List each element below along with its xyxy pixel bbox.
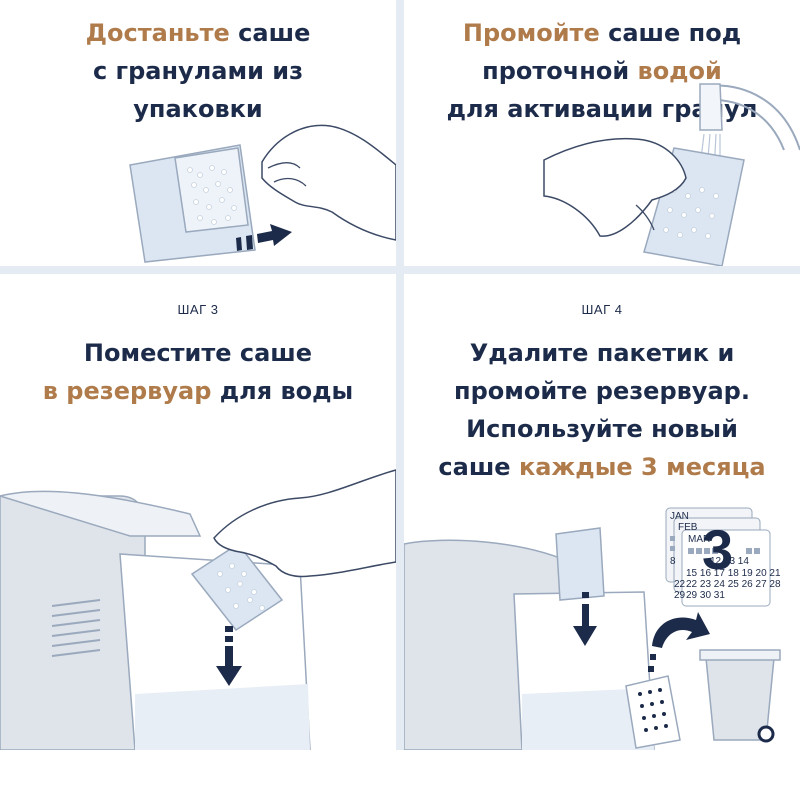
step-3-illustration	[0, 469, 396, 750]
curved-arrow-icon	[648, 612, 710, 672]
hand-icon	[213, 469, 396, 578]
calendar-month-jan: JAN	[670, 511, 689, 522]
new-sachet-icon	[555, 527, 605, 601]
hand-icon	[543, 137, 687, 237]
step-2-line-1: Промойте саше под	[462, 19, 742, 47]
step-2-illustration	[543, 83, 800, 266]
down-arrow-icon	[573, 592, 597, 646]
down-arrow-icon	[216, 626, 242, 686]
step-1-line-3: упаковки	[133, 95, 263, 123]
step-4-panel: ШАГ 4 Удалите пакетик и промойте резерву…	[404, 274, 800, 750]
step-3-line-1: Поместите саше	[83, 339, 313, 367]
step-2-line-2: проточной водой	[482, 57, 722, 85]
step-2-title: Промойте саше под проточной водой для ак…	[404, 14, 800, 128]
step-2-panel: Промойте саше под проточной водой для ак…	[404, 0, 800, 266]
vertical-divider	[396, 0, 404, 750]
calendar-side-number: 29	[674, 590, 686, 601]
horizontal-divider	[0, 266, 800, 274]
step-1-illustration	[129, 124, 396, 263]
calendar-month-feb: FEB	[678, 522, 698, 533]
hand-icon	[261, 124, 396, 241]
calendar-extra-digits: 12 13 14	[710, 556, 749, 567]
calendar-side-number: 8	[670, 556, 676, 567]
calendar-month-mar: MAR	[688, 534, 710, 545]
step-1-panel: Достаньте саше с гранулами из упаковки	[0, 0, 396, 266]
calendar-icon: JAN FEB MAR 8 22 29 12 13 14 15 16 17 18…	[665, 507, 781, 607]
step-4-title: Удалите пакетик и промойте резервуар. Ис…	[404, 334, 800, 486]
calendar-row: 22 23 24 25 26 27 28	[686, 579, 781, 590]
step-3-label: ШАГ 3	[177, 302, 219, 317]
step-1-title: Достаньте саше с гранулами из упаковки	[0, 14, 396, 128]
step-4-line-3: Используйте новый	[466, 415, 738, 443]
step-3-line-2: в резервуар для воды	[42, 377, 354, 405]
step-4-line-2: промойте резервуар.	[454, 377, 750, 405]
step-4-label: ШАГ 4	[581, 302, 623, 317]
calendar-row: 29 30 31	[686, 590, 725, 601]
calendar-big-number: 3	[702, 518, 733, 581]
step-1-line-2: с гранулами из	[92, 57, 304, 85]
used-sachet-icon	[625, 675, 681, 749]
instruction-grid: Достаньте саше с гранулами из упаковки	[0, 0, 800, 750]
granules-icon	[187, 165, 237, 225]
step-1-line-1: Достаньте саше	[85, 19, 311, 47]
step-4-illustration: JAN FEB MAR 8 22 29 12 13 14 15 16 17 18…	[404, 507, 781, 750]
vent-grille-icon	[51, 599, 101, 657]
step-4-line-4: саше каждые 3 месяца	[438, 453, 766, 481]
calendar-side-number: 22	[674, 579, 686, 590]
step-3-panel: ШАГ 3 Поместите саше в резервуар для вод…	[0, 274, 396, 750]
step-3-title: Поместите саше в резервуар для воды	[0, 334, 396, 410]
step-4-line-1: Удалите пакетик и	[469, 339, 735, 367]
pull-arrow-icon	[236, 224, 292, 251]
calendar-row: 15 16 17 18 19 20 21	[686, 568, 781, 579]
sachet-icon	[174, 147, 249, 233]
